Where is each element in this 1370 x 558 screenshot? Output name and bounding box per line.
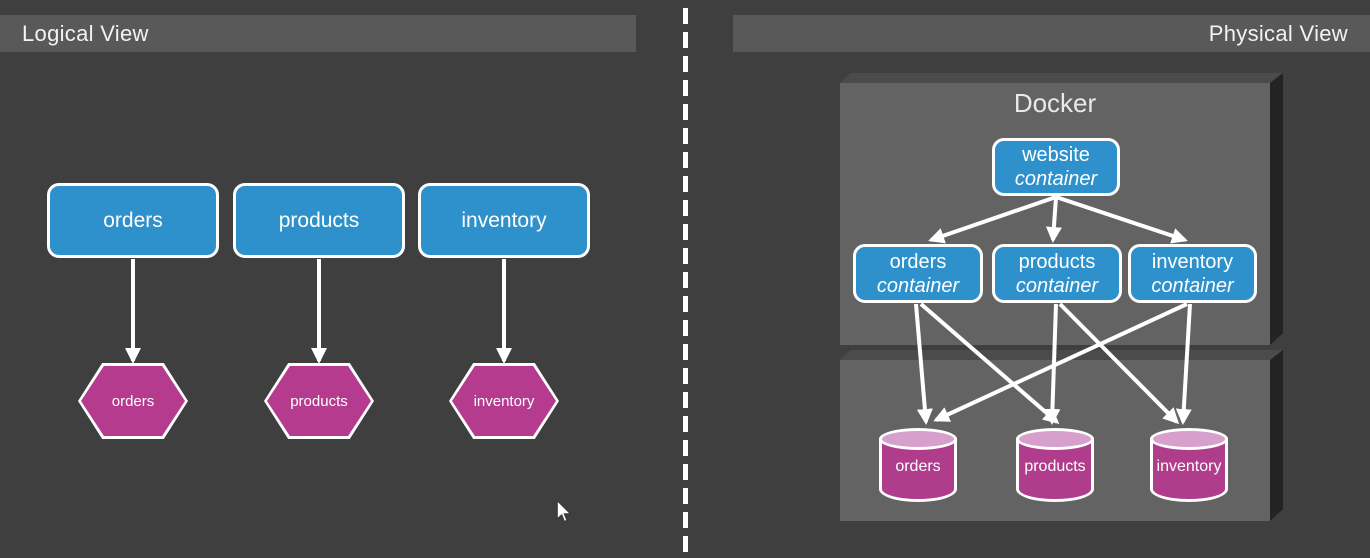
inventory-container-line2: container <box>1151 274 1234 297</box>
database-products-label: products <box>1024 458 1086 475</box>
docker-panel-right-side <box>1270 73 1283 345</box>
orders-container-node[interactable]: orders container <box>853 244 983 303</box>
products-container-line1: products <box>1018 250 1096 273</box>
datastore-products-label: products <box>290 392 348 410</box>
arrow-orders-container-to-products-db <box>919 302 1060 424</box>
database-cylinder-orders[interactable]: orders <box>879 428 957 502</box>
products-container-line2: container <box>1015 274 1099 297</box>
arrow-orders-container-to-orders-db <box>914 303 933 425</box>
datastore-hexagon-products[interactable]: products <box>264 363 374 439</box>
inventory-container-node[interactable]: inventory container <box>1128 244 1257 303</box>
logical-view-header: Logical View <box>0 15 636 52</box>
database-orders-label: orders <box>895 458 941 475</box>
docker-panel-top-bevel <box>840 73 1283 83</box>
products-container-node[interactable]: products container <box>992 244 1122 303</box>
datastore-hexagon-orders[interactable]: orders <box>78 363 188 439</box>
database-cylinder-products[interactable]: products <box>1016 428 1094 502</box>
logical-view-title: Logical View <box>22 20 149 46</box>
arrow-products-container-to-inventory-db <box>1058 302 1180 425</box>
database-orders-body <box>879 438 957 502</box>
docker-label: Docker <box>1013 88 1097 118</box>
website-container-node[interactable]: website container <box>992 138 1120 196</box>
datastore-orders-label: orders <box>111 392 155 410</box>
orders-container-line1: orders <box>889 250 947 273</box>
view-divider-dashed-line <box>683 8 688 558</box>
arrow-website-to-products-container <box>1045 196 1062 243</box>
service-node-products[interactable]: products <box>233 183 405 258</box>
database-panel-right-side <box>1270 350 1283 521</box>
database-inventory-top-ellipse <box>1150 428 1228 450</box>
database-orders-top-ellipse <box>879 428 957 450</box>
database-panel-top-bevel <box>840 350 1283 360</box>
website-container-line1: website <box>1022 144 1090 166</box>
database-products-body <box>1016 438 1094 502</box>
arrow-inventory-container-to-inventory-db <box>1175 303 1192 425</box>
orders-container-line2: container <box>876 274 960 297</box>
service-node-orders[interactable]: orders <box>47 183 219 258</box>
website-container-line2: container <box>1014 168 1098 190</box>
physical-view-title: Physical View <box>1208 20 1348 46</box>
service-node-inventory[interactable]: inventory <box>418 183 590 258</box>
database-inventory-label: inventory <box>1156 458 1222 475</box>
inventory-container-line1: inventory <box>1151 250 1234 273</box>
mouse-cursor-icon <box>556 499 573 523</box>
service-node-products-label: products <box>278 208 360 232</box>
service-node-orders-label: orders <box>103 208 163 232</box>
arrow-products-container-to-products-db <box>1044 303 1061 425</box>
arrow-website-to-orders-container <box>928 195 1057 244</box>
database-cylinder-inventory[interactable]: inventory <box>1150 428 1228 502</box>
datastore-inventory-label: inventory <box>473 392 535 410</box>
service-node-inventory-label: inventory <box>461 208 547 232</box>
arrow-inventory-container-to-orders-db <box>933 302 1188 422</box>
datastore-hexagon-inventory[interactable]: inventory <box>449 363 559 439</box>
database-products-top-ellipse <box>1016 428 1094 450</box>
arrow-website-to-inventory-container <box>1055 195 1188 244</box>
physical-view-header: Physical View <box>733 15 1370 52</box>
